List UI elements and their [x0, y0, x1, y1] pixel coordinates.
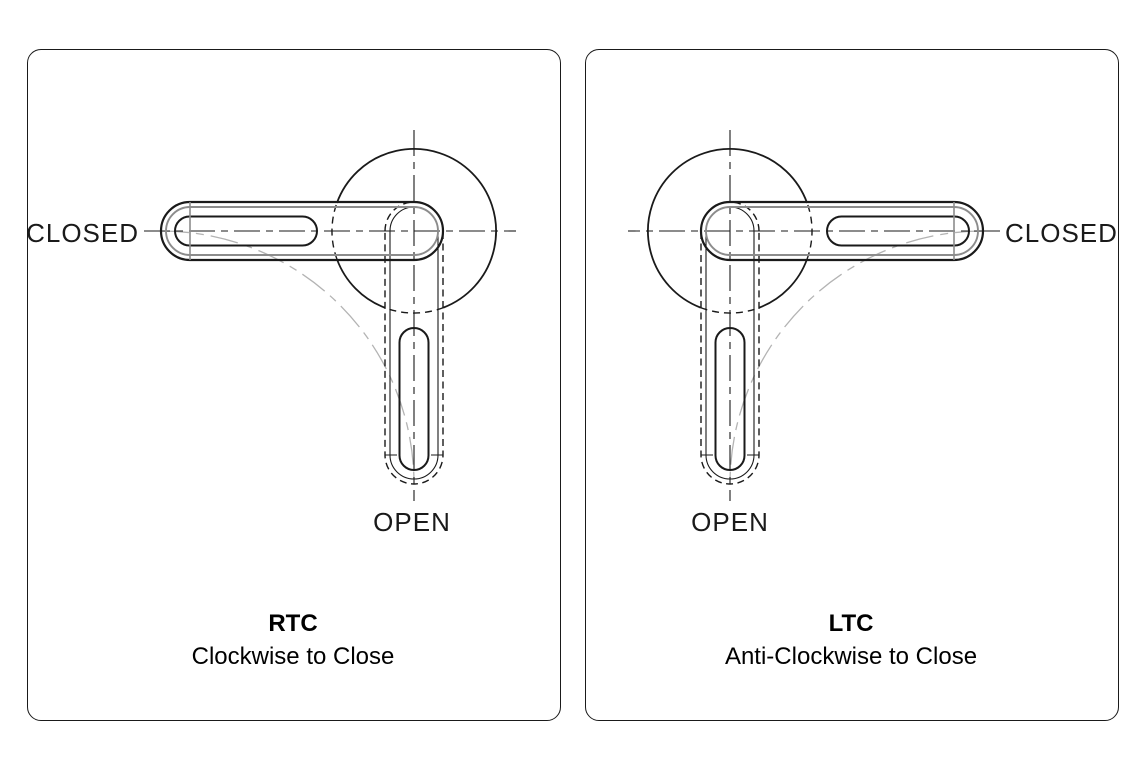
open-label: OPEN: [374, 507, 452, 537]
closed-position-handle: [160, 201, 445, 262]
valve-diagram: [628, 130, 1001, 502]
ltc-panel: CLOSED OPEN LTC Anti-Clockwise to Close: [585, 49, 1119, 721]
rtc-panel: CLOSED OPEN RTC Clockwise to Close: [26, 49, 561, 721]
panel-code: RTC: [269, 610, 318, 637]
open-label: OPEN: [692, 507, 770, 537]
sweep-arc: [729, 230, 984, 485]
valve-diagram: [144, 130, 517, 502]
panel-description: Clockwise to Close: [192, 643, 395, 670]
open-position-handle: [700, 201, 761, 486]
open-position-handle: [384, 201, 445, 486]
panel-code: LTC: [829, 610, 874, 637]
closed-label: CLOSED: [1005, 218, 1118, 248]
sweep-arc: [161, 230, 416, 485]
rtc-diagram: CLOSED OPEN RTC Clockwise to Close: [26, 130, 517, 670]
panel-description: Anti-Clockwise to Close: [725, 643, 977, 670]
closed-label: CLOSED: [26, 218, 139, 248]
closed-position-handle: [700, 201, 985, 262]
ltc-diagram: CLOSED OPEN LTC Anti-Clockwise to Close: [628, 130, 1118, 670]
